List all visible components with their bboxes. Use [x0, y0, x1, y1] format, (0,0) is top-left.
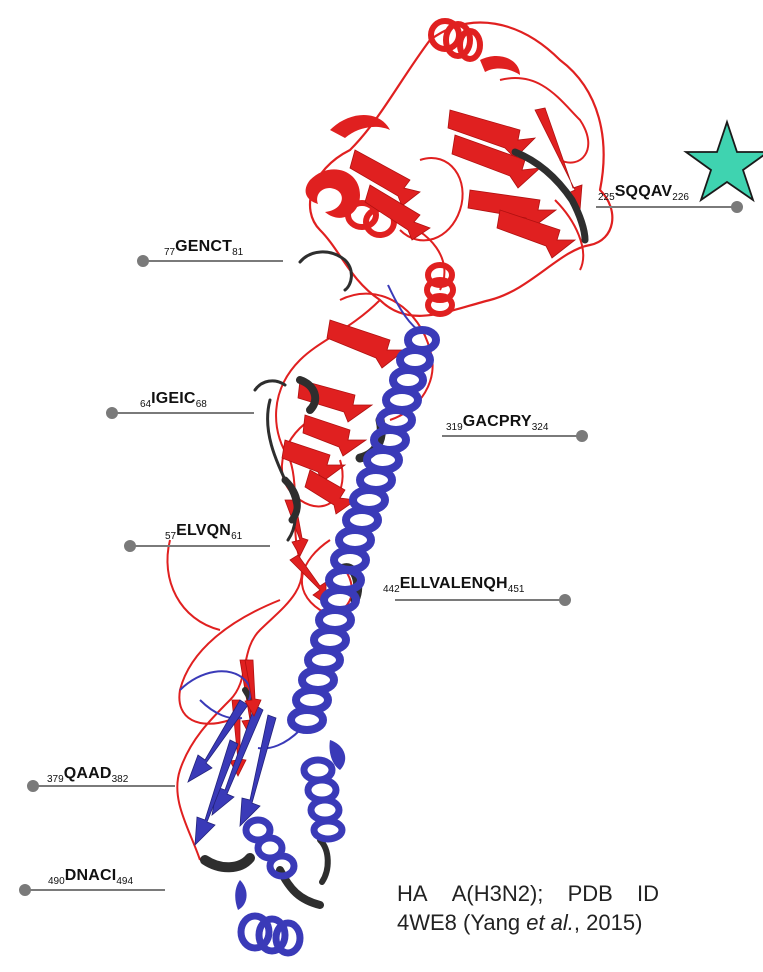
caption-word: ID — [637, 880, 659, 909]
leader-lines — [20, 202, 742, 895]
label-sequence: ELLVALENQH — [400, 575, 508, 592]
red-helix — [431, 21, 480, 59]
label-ellvalenqh: 442ELLVALENQH451 — [383, 576, 524, 595]
label-start-index: 319 — [446, 422, 463, 433]
label-sequence: ELVQN — [176, 522, 231, 539]
red-helix-ribbon — [306, 169, 360, 217]
label-igeic: 64IGEIC68 — [140, 391, 207, 410]
red-domain — [167, 21, 612, 860]
figure-caption: HA A(H3N2); PDB ID 4WE8 (Yang et al., 20… — [397, 880, 659, 937]
caption-word: HA — [397, 880, 428, 909]
caption-italic: et al. — [526, 910, 574, 935]
label-start-index: 225 — [598, 192, 615, 203]
label-sqqav: 225SQQAV226 — [598, 184, 689, 203]
label-sequence: SQQAV — [615, 183, 673, 200]
label-end-index: 324 — [532, 422, 549, 433]
label-start-index: 442 — [383, 584, 400, 595]
caption-line-2: 4WE8 (Yang et al., 2015) — [397, 909, 659, 938]
caption-line-1: HA A(H3N2); PDB ID — [397, 880, 659, 909]
label-sequence: IGEIC — [151, 390, 196, 407]
caption-word: PDB — [568, 880, 613, 909]
label-start-index: 379 — [47, 774, 64, 785]
label-qaad: 379QAAD382 — [47, 766, 128, 785]
label-end-index: 61 — [231, 531, 242, 542]
label-start-index: 57 — [165, 531, 176, 542]
label-end-index: 494 — [116, 876, 133, 887]
label-start-index: 77 — [164, 247, 175, 258]
label-elvqn: 57ELVQN61 — [165, 523, 242, 542]
label-end-index: 451 — [508, 584, 525, 595]
caption-word: A(H3N2); — [452, 880, 544, 909]
label-end-index: 68 — [196, 399, 207, 410]
label-sequence: QAAD — [64, 765, 112, 782]
label-gacpry: 319GACPRY324 — [446, 414, 548, 433]
label-gencet: 77GENCT81 — [164, 239, 243, 258]
label-sequence: DNACI — [65, 867, 117, 884]
dark-linkers — [205, 152, 585, 905]
label-end-index: 81 — [232, 247, 243, 258]
caption-suffix: , 2015) — [574, 910, 643, 935]
label-start-index: 490 — [48, 876, 65, 887]
label-sequence: GACPRY — [463, 413, 532, 430]
label-end-index: 382 — [112, 774, 129, 785]
label-end-index: 226 — [672, 192, 689, 203]
label-start-index: 64 — [140, 399, 151, 410]
label-dnaci: 490DNACI494 — [48, 868, 133, 887]
caption-prefix: 4WE8 (Yang — [397, 910, 526, 935]
label-sequence: GENCT — [175, 238, 232, 255]
star-icon — [686, 122, 763, 200]
